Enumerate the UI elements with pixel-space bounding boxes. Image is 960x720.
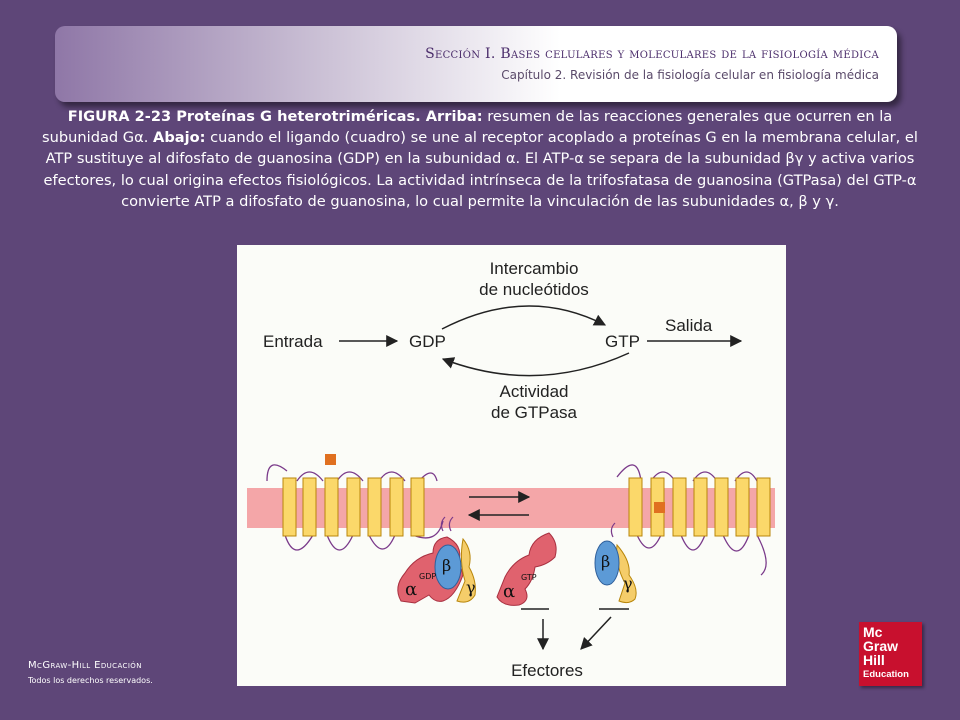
logo-line-2: Graw (863, 639, 898, 653)
betagamma-effector-arrow (581, 617, 611, 649)
logo-line-3: Hill (863, 653, 885, 667)
gdp-label: GDP (409, 332, 446, 351)
figure-caption: FIGURA 2-23 Proteínas G heterotriméricas… (30, 106, 930, 244)
rights-notice: Todos los derechos reservados. (28, 676, 153, 685)
left-gamma-symbol: γ (466, 578, 476, 597)
left-receptor-helices (283, 478, 424, 536)
left-heterotrimer: α β γ GDP (398, 517, 476, 603)
left-beta-symbol: β (442, 556, 451, 575)
left-gdp-small: GDP (419, 572, 436, 581)
free-gamma-symbol: γ (623, 574, 633, 593)
exchange-label-2: de nucleótidos (479, 280, 589, 299)
alpha-gtp-symbol: α (503, 581, 515, 602)
gtpase-label-1: Actividad (500, 382, 569, 401)
ligand-square-bound (654, 502, 665, 513)
gtp-label: GTP (605, 332, 640, 351)
figure-label: FIGURA 2-23 Proteínas G heterotriméricas… (68, 108, 483, 125)
effectors-label: Efectores (511, 661, 583, 680)
mcgraw-hill-logo: Mc Graw Hill Education (859, 622, 922, 686)
g-protein-figure: Intercambio de nucleótidos Entrada GDP G… (237, 245, 786, 686)
section-banner: Sección I. Bases celulares y moleculares… (55, 26, 897, 102)
alpha-gtp-subunit: α GTP (497, 533, 556, 605)
exchange-label-1: Intercambio (490, 259, 579, 278)
gtpase-arrow (443, 353, 629, 376)
publisher-name: McGraw-Hill Educación (28, 660, 142, 671)
g-protein-diagram: Intercambio de nucleótidos Entrada GDP G… (237, 245, 786, 686)
ligand-square-outside (325, 454, 336, 465)
gtpase-label-2: de GTPasa (491, 403, 578, 422)
section-title: Sección I. Bases celulares y moleculares… (425, 46, 879, 62)
free-beta-symbol: β (601, 552, 610, 571)
output-label: Salida (665, 316, 713, 335)
chapter-title: Capítulo 2. Revisión de la fisiología ce… (501, 68, 879, 82)
small-gtp-label: GTP (521, 573, 537, 582)
input-label: Entrada (263, 332, 323, 351)
logo-line-1: Mc (863, 625, 882, 639)
exchange-arrow (442, 306, 605, 329)
logo-line-4: Education (863, 670, 909, 680)
caption-bold-abajo: Abajo: (153, 129, 205, 146)
left-alpha-symbol: α (405, 579, 417, 600)
